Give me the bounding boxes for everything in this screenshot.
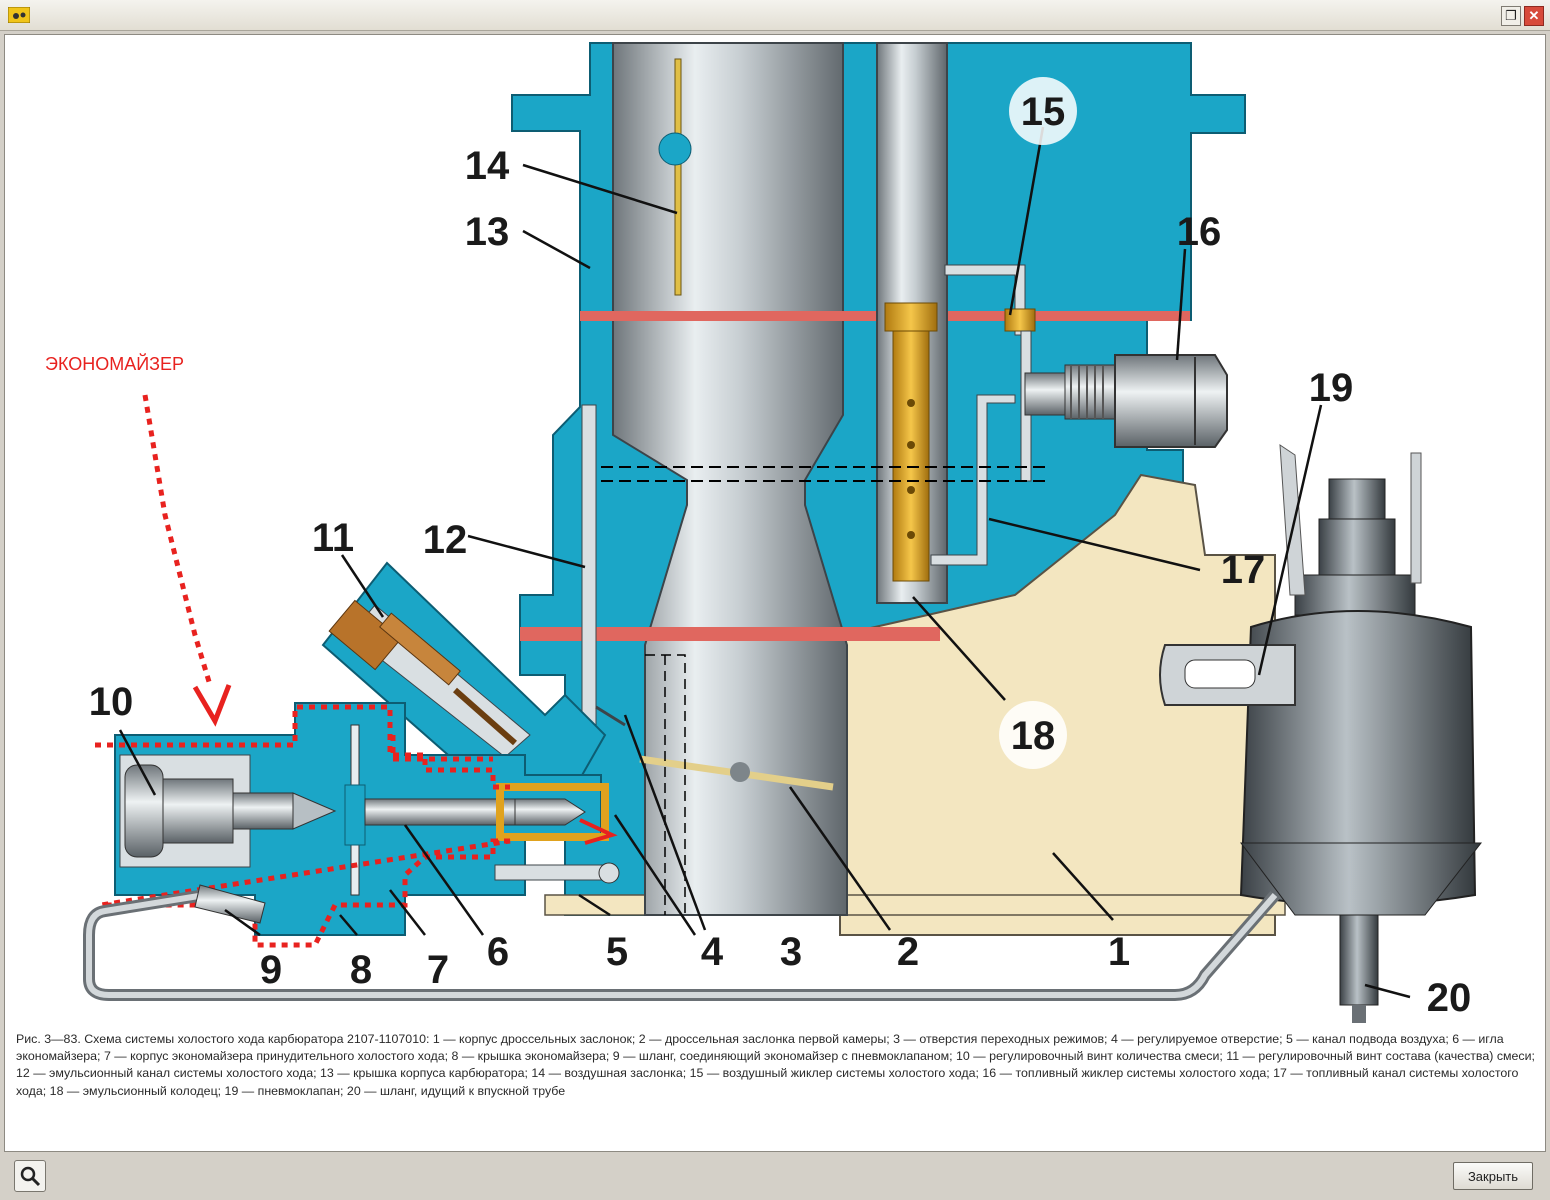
figure-frame: ЭКОНОМАЙЗЕР: [4, 34, 1546, 1152]
magnifier-icon: [20, 1166, 41, 1187]
lower-gasket: [520, 627, 940, 641]
callout-10: 10: [89, 680, 134, 724]
callout-5: 5: [606, 930, 628, 974]
callout-20: 20: [1427, 976, 1472, 1020]
bottom-toolbar: Закрыть: [0, 1152, 1550, 1200]
callout-3: 3: [780, 930, 802, 974]
quality-screw: [328, 599, 517, 746]
callout-19: 19: [1309, 366, 1354, 410]
choke-flap: [674, 58, 682, 296]
restore-window-button[interactable]: ❐: [1501, 6, 1521, 26]
app-icon: [8, 7, 30, 23]
throttle-body: [839, 473, 1276, 936]
callout-6: 6: [487, 930, 509, 974]
callout-18: 18: [1011, 714, 1056, 758]
callout-9: 9: [260, 948, 282, 992]
quantity-screw: [124, 764, 337, 858]
callout-7: 7: [427, 948, 449, 992]
callout-4: 4: [701, 930, 724, 974]
carburetor-diagram: ЭКОНОМАЙЗЕР: [45, 42, 1483, 1023]
title-bar: ❐ ✕: [0, 0, 1550, 31]
pneumatic-valve: [1159, 444, 1483, 1006]
close-button[interactable]: Закрыть: [1453, 1162, 1533, 1190]
close-window-button[interactable]: ✕: [1524, 6, 1544, 26]
callout-1: 1: [1108, 930, 1130, 974]
zoom-button[interactable]: [14, 1160, 46, 1192]
economizer-label: ЭКОНОМАЙЗЕР: [45, 353, 184, 374]
callout-16: 16: [1177, 210, 1222, 254]
callout-17: 17: [1221, 548, 1266, 592]
air-passage: [612, 42, 848, 916]
callout-14: 14: [465, 144, 510, 188]
callout-11: 11: [312, 516, 354, 560]
callout-8: 8: [350, 948, 372, 992]
emulsion-tube: [884, 302, 938, 332]
callout-15: 15: [1021, 90, 1066, 134]
emulsion-channel: [581, 404, 597, 726]
callout-2: 2: [897, 930, 919, 974]
callout-12: 12: [423, 518, 468, 562]
callout-13: 13: [465, 210, 510, 254]
fuel-jet-holder: [1114, 354, 1228, 448]
economizer-needle: [364, 798, 516, 826]
figure-caption: Рис. 3—83. Схема системы холостого хода …: [16, 1032, 1535, 1098]
